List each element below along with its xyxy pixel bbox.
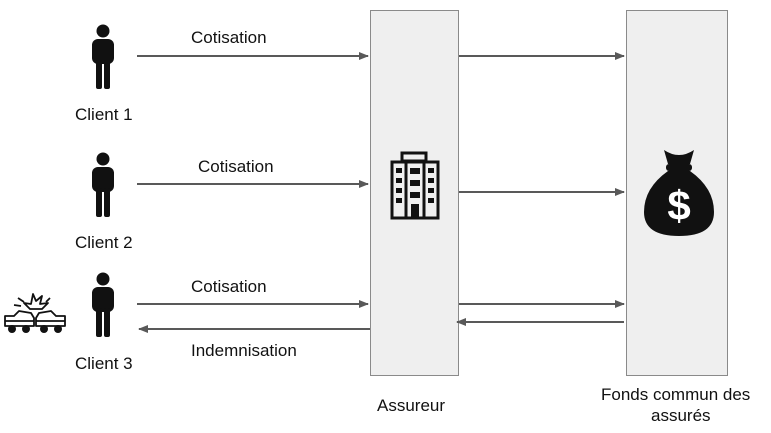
client1-label: Client 1 bbox=[75, 105, 133, 124]
cotisation-label-1: Cotisation bbox=[191, 28, 267, 47]
money-bag-icon: $ bbox=[644, 150, 714, 236]
indemnisation-label: Indemnisation bbox=[191, 341, 297, 360]
person-icon-client1 bbox=[92, 24, 114, 89]
client2-label: Client 2 bbox=[75, 233, 133, 252]
building-icon bbox=[390, 151, 440, 220]
insurer-label: Assureur bbox=[377, 396, 446, 415]
person-icon-client2 bbox=[92, 152, 114, 217]
svg-text:$: $ bbox=[667, 182, 690, 229]
fund-label-line1: Fonds commun des bbox=[601, 385, 751, 404]
fund-label-line2: assurés bbox=[651, 406, 711, 425]
car-crash-icon bbox=[4, 293, 66, 333]
client3-label: Client 3 bbox=[75, 354, 133, 373]
person-icon-client3 bbox=[92, 272, 114, 337]
cotisation-label-3: Cotisation bbox=[191, 277, 267, 296]
cotisation-label-2: Cotisation bbox=[198, 157, 274, 176]
